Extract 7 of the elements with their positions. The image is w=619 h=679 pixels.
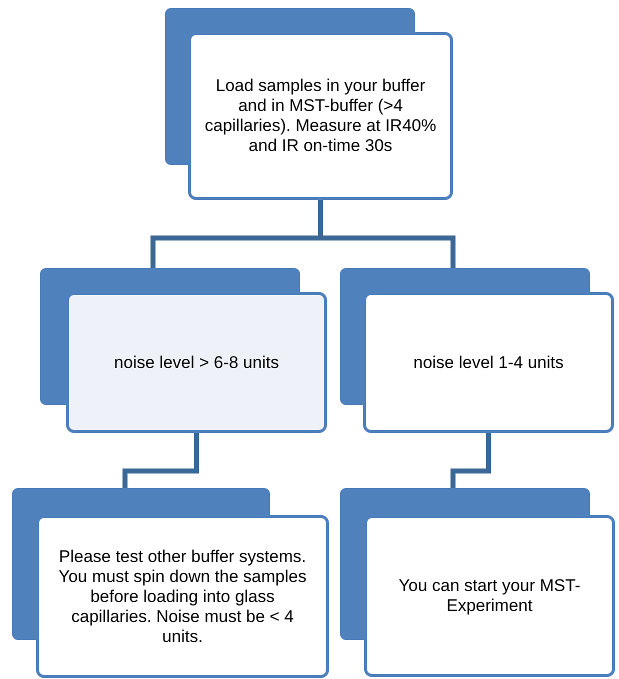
connector-line bbox=[122, 433, 199, 488]
box-text: noise level > 6-8 units bbox=[114, 352, 279, 372]
connector-line bbox=[450, 433, 491, 488]
box-text: Load samples in your buffer and in MST-buffer (>4 capillaries). Measure at IR40% and IR on-time 30s bbox=[204, 76, 438, 156]
box-text: You can start your MST-Experiment bbox=[398, 576, 582, 616]
box-text: noise level 1-4 units bbox=[413, 352, 564, 372]
box-text: Please test other buffer systems. You must spin down the samples before loading into glass capillaries. Noise must be < 4 units. bbox=[58, 546, 308, 646]
